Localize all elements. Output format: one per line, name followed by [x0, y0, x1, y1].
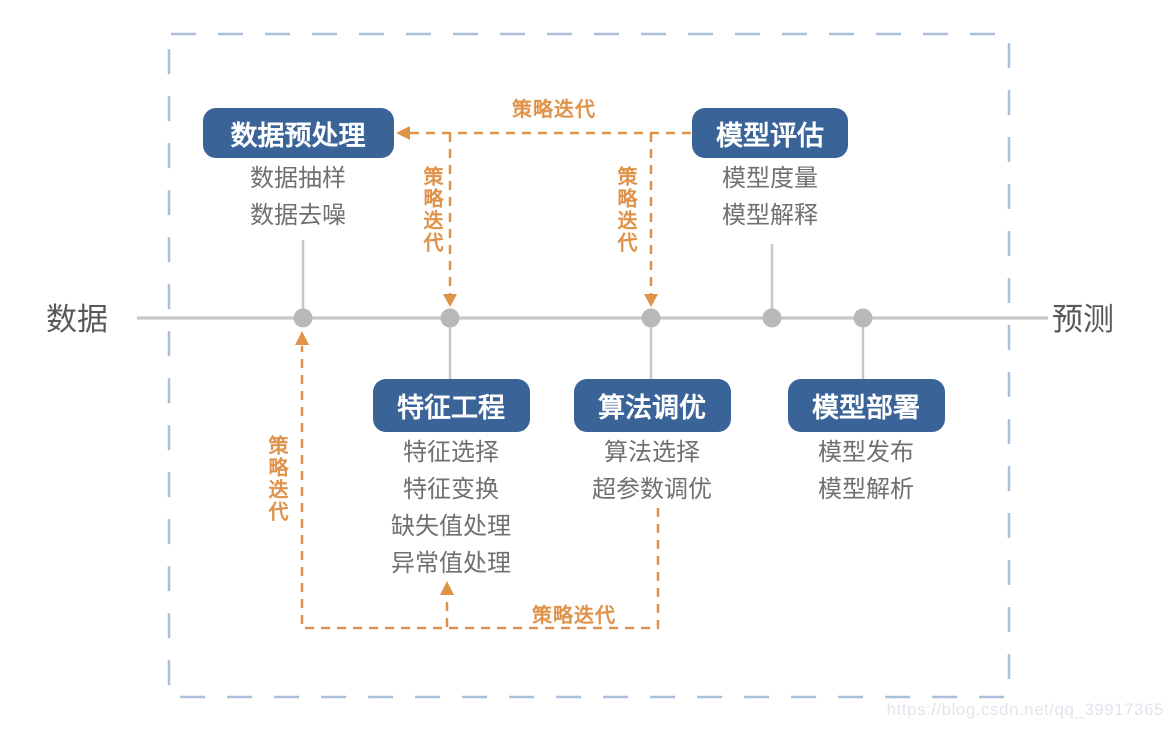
endpoint-data: 数据 — [46, 302, 108, 337]
feedback-paths — [300, 131, 692, 630]
node-algo — [641, 308, 661, 328]
stage-item: 模型解释 — [722, 202, 818, 229]
stage-feature-engineering: 特征工程 特征选择 特征变换 缺失值处理 异常值处理 — [336, 379, 566, 582]
node-deploy — [853, 308, 873, 328]
stage-title-box: 特征工程 — [372, 379, 530, 432]
watermark-url: https://blog.csdn.net/qq_39917365 — [886, 700, 1164, 719]
feedback-label-drop-algo: 策略迭代 — [614, 166, 636, 254]
stage-data-preprocessing: 数据预处理 数据抽样 数据去噪 — [183, 108, 413, 234]
stage-item: 模型发布 — [818, 439, 914, 466]
feedback-label-drop-feature: 策略迭代 — [420, 166, 442, 254]
endpoint-predict: 预测 — [1052, 302, 1114, 337]
stage-model-evaluation: 模型评估 模型度量 模型解释 — [655, 108, 885, 234]
stage-item-list: 模型度量 模型解释 — [655, 160, 885, 234]
timeline — [137, 240, 1048, 380]
stage-title-box: 算法调优 — [573, 379, 731, 432]
stage-algorithm-tuning: 算法调优 算法选择 超参数调优 — [537, 379, 767, 508]
arrow-down-feature — [443, 294, 457, 307]
arrow-into-preprocess — [396, 126, 410, 140]
stage-item: 超参数调优 — [592, 476, 712, 503]
stage-item: 数据抽样 — [250, 165, 346, 192]
arrow-up-timeline — [295, 331, 309, 345]
node-feature — [440, 308, 460, 328]
stage-item-list: 特征选择 特征变换 缺失值处理 异常值处理 — [336, 434, 566, 582]
stage-title-box: 模型部署 — [787, 379, 945, 432]
stage-item-list: 模型发布 模型解析 — [751, 434, 981, 508]
stage-item: 特征选择 — [403, 439, 499, 466]
stage-item: 缺失值处理 — [391, 513, 511, 540]
stage-item: 模型度量 — [722, 165, 818, 192]
stage-item: 数据去噪 — [250, 202, 346, 229]
feedback-arrowheads — [295, 126, 658, 595]
feedback-label-top: 策略迭代 — [512, 99, 596, 121]
node-eval — [762, 308, 782, 328]
stage-model-deployment: 模型部署 模型发布 模型解析 — [751, 379, 981, 508]
stage-item: 算法选择 — [604, 439, 700, 466]
feedback-label-left-loop: 策略迭代 — [265, 435, 287, 523]
stage-item: 异常值处理 — [391, 550, 511, 577]
stage-item: 模型解析 — [818, 476, 914, 503]
stage-title-box: 数据预处理 — [202, 108, 394, 158]
arrow-down-algo — [644, 294, 658, 307]
stage-title-box: 模型评估 — [692, 108, 848, 158]
arrow-up-featurelist — [440, 581, 454, 595]
node-preprocess — [293, 308, 313, 328]
stage-item-list: 数据抽样 数据去噪 — [183, 160, 413, 234]
stage-item-list: 算法选择 超参数调优 — [537, 434, 767, 508]
stage-item: 特征变换 — [403, 476, 499, 503]
feedback-label-bottom-loop: 策略迭代 — [532, 605, 616, 627]
feedback-bottom-loop — [300, 346, 660, 630]
timeline-nodes — [293, 308, 873, 328]
